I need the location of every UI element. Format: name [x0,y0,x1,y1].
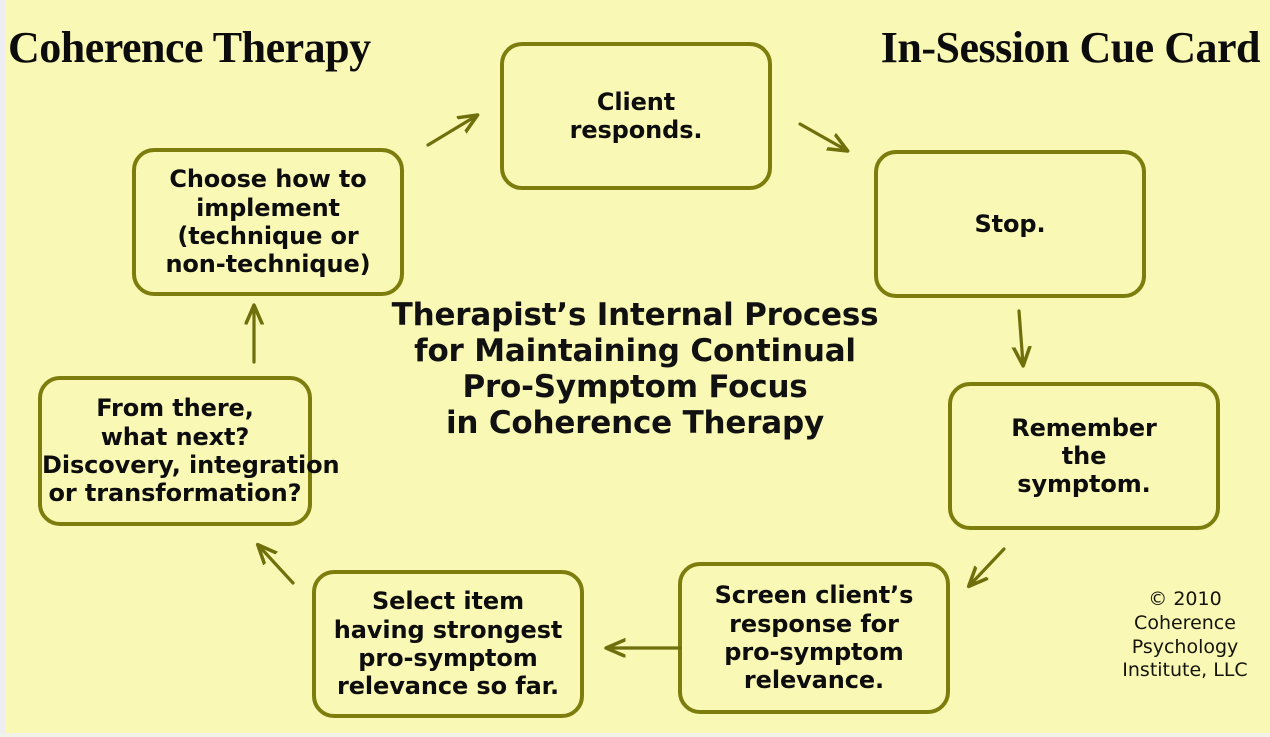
copyright-block: © 2010 Coherence Psychology Institute, L… [1110,588,1260,683]
copyright-line: © 2010 [1148,588,1222,610]
arrow-remember-to-screen-icon [970,547,1006,585]
center-caption-line-3: Pro-Symptom Focus [462,368,808,405]
flow-node-line: Stop. [974,209,1046,238]
arrow-select-to-fromthere-icon [259,546,295,585]
flow-node-line: pro-symptom [724,638,904,666]
flow-node-line: having strongest [333,615,563,644]
arrow-client-to-stop-icon [798,122,846,150]
flow-node-choose-how[interactable]: Choose how to implement (technique or no… [132,148,404,296]
flow-node-line: the [1061,441,1107,470]
flow-node-line: From there, [96,394,254,423]
flow-node-line: Choose how to [169,165,367,194]
flow-node-from-there[interactable]: From there, what next? Discovery, integr… [38,376,340,526]
flow-node-select-item[interactable]: Select item having strongest pro-symptom… [312,570,584,718]
bottom-edge-strip [0,733,1270,737]
flow-node-line: responds. [569,116,703,144]
arrow-choose-to-client-icon [426,116,476,147]
copyright-line: Psychology [1131,635,1239,658]
flow-node-line: relevance so far. [337,672,559,701]
flow-node-line: (technique or [177,222,359,250]
flow-node-line: Select item [371,587,524,616]
flow-node-remember-symptom[interactable]: Remember the symptom. [948,382,1220,530]
center-caption: Therapist’s Internal Process for Maintai… [380,297,890,442]
left-edge-strip [0,0,5,737]
arrow-stop-to-remember-icon [1019,309,1023,364]
flow-node-stop[interactable]: Stop. [874,150,1146,298]
center-caption-line-4: in Coherence Therapy [445,404,825,441]
center-caption-line-1: Therapist’s Internal Process [391,297,879,333]
flow-node-line: what next? [100,422,250,451]
flow-node-line: non-technique) [165,250,371,279]
flow-node-line: Screen client’s [714,581,914,610]
flow-node-client-responds[interactable]: Client responds. [500,42,772,190]
center-caption-line-2: for Maintaining Continual [414,332,856,369]
flow-node-line: response for [729,609,899,638]
flow-node-line: implement [196,193,340,222]
flow-node-line: symptom. [1017,470,1151,499]
flow-node-line: relevance. [743,666,885,695]
flow-node-line: Remember [1011,413,1157,442]
flow-node-line: Discovery, integration [42,451,340,479]
page-title-left: Coherence Therapy [8,23,371,72]
flow-node-screen-response[interactable]: Screen client’s response for pro-symptom… [678,562,950,714]
copyright-line: Coherence [1134,611,1236,634]
flow-node-line: Client [596,87,676,116]
flow-node-line: or transformation? [48,479,302,508]
flow-node-line: pro-symptom [358,644,538,672]
copyright-line: Institute, LLC [1122,659,1248,682]
page-title-right: In-Session Cue Card [880,23,1261,72]
